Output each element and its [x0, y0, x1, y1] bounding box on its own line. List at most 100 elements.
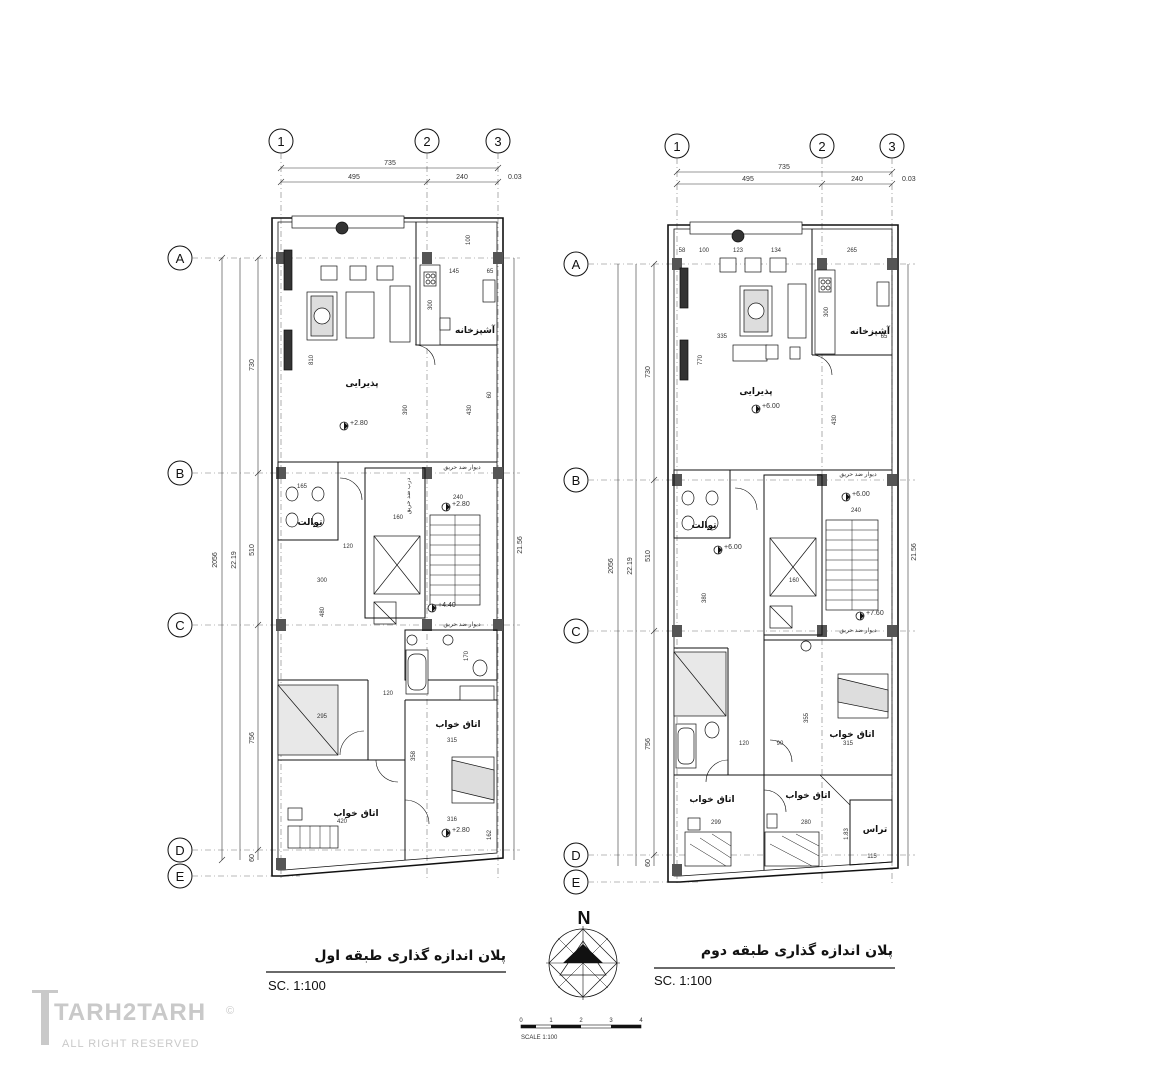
svg-text:B: B	[572, 473, 581, 488]
svg-text:162: 162	[487, 829, 493, 840]
inner-dimensions-2: 58 100 123 134 265 335 770 430 300 65 24…	[679, 248, 888, 860]
svg-text:430: 430	[467, 404, 473, 415]
svg-text:134: 134	[771, 248, 782, 254]
row-bubble-d: D	[167, 837, 193, 863]
svg-text:120: 120	[343, 544, 354, 550]
svg-text:100: 100	[466, 234, 472, 245]
dim-seg-d: 60	[249, 854, 256, 862]
svg-text:D: D	[175, 843, 184, 858]
row-bubble-b2: B	[563, 467, 589, 493]
svg-text:316: 316	[447, 817, 458, 823]
stair-elevator-2	[769, 519, 879, 629]
svg-text:810: 810	[309, 354, 315, 365]
row-bubble-e: E	[167, 863, 193, 889]
svg-text:295: 295	[317, 714, 328, 720]
svg-text:265: 265	[847, 248, 858, 254]
dim-inner-length-2: 22.19	[627, 557, 634, 575]
room-label-bedroom-3b: اتاق خواب	[785, 791, 830, 801]
level-marker-living: +2.80	[339, 420, 368, 431]
plan-title-second-floor: پلان اندازه گذاری طبقه دوم	[701, 942, 893, 959]
level-marker-hall-2: +6.00	[713, 544, 742, 555]
watermark-logo: TARH2TARH © ALL RIGHT RESERVED	[32, 990, 234, 1050]
svg-text:165: 165	[297, 484, 308, 490]
bedroom-furniture-2	[673, 651, 889, 867]
dim-inner-length: 22.19	[231, 551, 238, 569]
title-block-second-floor: پلان اندازه گذاری طبقه دوم SC. 1:100	[654, 942, 895, 988]
dim-seg-c: 756	[249, 732, 256, 744]
living-furniture	[283, 215, 411, 371]
row-bubble-a: A	[167, 245, 193, 271]
svg-text:3: 3	[888, 139, 895, 154]
svg-text:B: B	[176, 466, 185, 481]
label-fire-wall-2: دیوار ضد حریق	[443, 621, 481, 628]
row-bubble-a2: A	[563, 251, 589, 277]
svg-text:+2.80: +2.80	[452, 501, 470, 508]
svg-text:+6.00: +6.00	[762, 403, 780, 410]
dim-seg-a: 730	[249, 359, 256, 371]
row-bubble-d2: D	[563, 842, 589, 868]
bar-scale-tick-0: 0	[519, 1018, 523, 1024]
room-label-toilet: توالت	[297, 518, 322, 528]
svg-text:N: N	[578, 908, 591, 928]
bath-fixtures	[285, 486, 495, 701]
dim-seg-b-2: 510	[645, 550, 652, 562]
svg-text:90: 90	[777, 741, 784, 747]
level-marker-stair-2: +7.60	[855, 610, 884, 621]
dim-right-bay: 240	[456, 174, 468, 181]
svg-text:300: 300	[824, 306, 830, 317]
svg-text:430: 430	[832, 414, 838, 425]
svg-text:+2.80: +2.80	[452, 827, 470, 834]
living-furniture-2	[679, 221, 807, 381]
svg-text:1.83: 1.83	[844, 828, 850, 840]
svg-text:D: D	[571, 848, 580, 863]
svg-text:240: 240	[851, 508, 862, 514]
dim-left-bay: 495	[348, 174, 360, 181]
room-label-bedroom-2b: اتاق خواب	[689, 795, 734, 805]
inner-dimensions: 810 390 430 300 100 145 65 60 165 120 30…	[297, 234, 494, 840]
svg-text:A: A	[572, 257, 581, 272]
svg-text:+4.40: +4.40	[438, 602, 456, 609]
top-dimensions	[277, 164, 502, 186]
svg-text:A: A	[176, 251, 185, 266]
svg-text:390: 390	[403, 404, 409, 415]
svg-text:170: 170	[464, 650, 470, 661]
column-bubble-3: 3	[485, 128, 511, 154]
label-fire-wall-2b: دیوار ضد حریق	[839, 627, 877, 634]
row-bubble-c: C	[167, 612, 193, 638]
svg-text:300: 300	[317, 578, 328, 584]
svg-text:+6.00: +6.00	[724, 544, 742, 551]
room-label-living-2: پذیرایی	[739, 387, 772, 397]
room-label-bedroom-1: اتاق خواب	[435, 720, 480, 730]
column-bubble-3b: 3	[879, 133, 905, 159]
label-fire-wall-1: دیوار ضد حریق	[443, 464, 481, 471]
svg-text:2: 2	[423, 134, 430, 149]
svg-text:355: 355	[804, 712, 810, 723]
row-bubble-e2: E	[563, 869, 589, 895]
svg-text:C: C	[571, 624, 580, 639]
row-bubble-c2: C	[563, 618, 589, 644]
svg-text:+7.60: +7.60	[866, 610, 884, 617]
dim-outer-length: 2056	[212, 552, 219, 568]
svg-text:E: E	[176, 869, 185, 884]
svg-text:65: 65	[487, 269, 494, 275]
room-label-living: پذیرایی	[345, 379, 378, 389]
svg-text:65: 65	[881, 334, 888, 340]
dim-right-bay-2: 240	[851, 176, 863, 183]
svg-text:+2.80: +2.80	[350, 420, 368, 427]
plan-second-floor: 1 2 3 735 495 240 0.03 A	[563, 133, 918, 895]
svg-text:115: 115	[867, 854, 877, 860]
svg-text:280: 280	[801, 820, 812, 826]
row-bubble-b: B	[167, 460, 193, 486]
svg-text:100: 100	[699, 248, 710, 254]
bar-scale-caption: SCALE 1:100	[521, 1035, 558, 1041]
bar-scale-tick-1: 1	[549, 1018, 553, 1024]
label-fire-door: درب ضد حریق	[406, 477, 412, 514]
room-label-kitchen: آشپزخانه	[455, 324, 496, 336]
svg-text:358: 358	[411, 750, 417, 761]
svg-text:299: 299	[711, 820, 722, 826]
level-marker-stair: +4.40	[427, 602, 456, 613]
watermark-rights: ALL RIGHT RESERVED	[62, 1038, 200, 1050]
svg-text:420: 420	[337, 819, 348, 825]
